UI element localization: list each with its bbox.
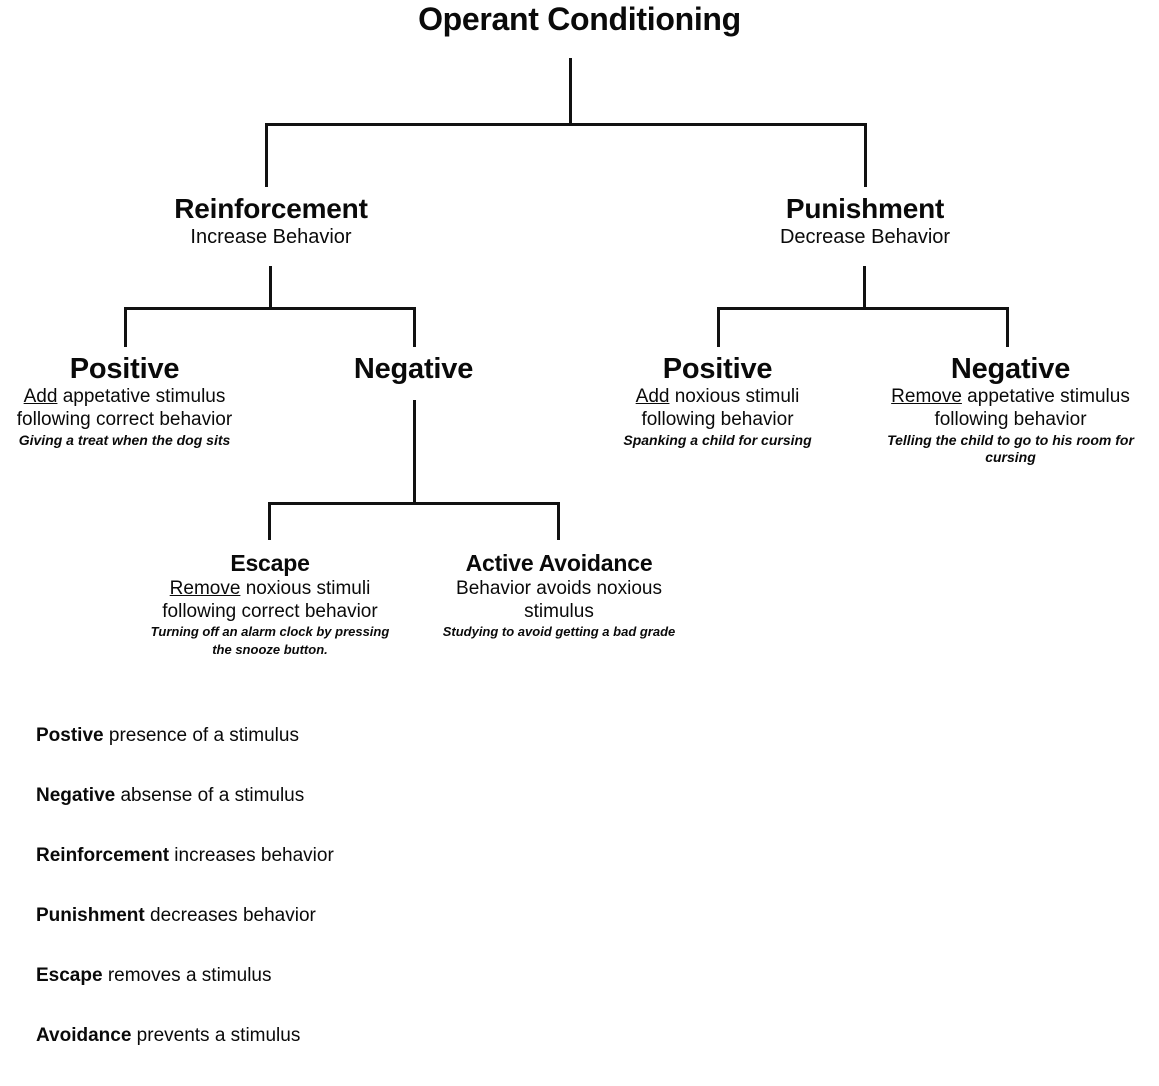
operant-conditioning-diagram: Operant Conditioning Reinforcement Incre… [0, 1, 1159, 1045]
connector-root-stem [569, 58, 572, 125]
glossary-definition: decreases behavior [144, 905, 316, 926]
node-punishment-positive: Positive Add noxious stimuli following b… [593, 353, 842, 449]
glossary-definition: increases behavior [169, 845, 334, 866]
keyword-remove: Remove [891, 386, 962, 408]
connector-negative-to-escape [268, 502, 271, 540]
glossary-term: Punishment [36, 905, 145, 926]
node-punishment-positive-desc-line1: Add noxious stimuli [593, 386, 842, 408]
glossary-item-reinforcement: Reinforcement increases behavior [36, 846, 556, 865]
node-escape-example-line1: Turning off an alarm clock by pressing [150, 624, 390, 640]
glossary-definition: absense of a stimulus [115, 785, 305, 806]
desc-rest: appetative stimulus [961, 386, 1130, 408]
glossary: Postive presence of a stimulus Negative … [36, 726, 556, 1086]
keyword-add: Add [23, 386, 58, 408]
glossary-item-punishment: Punishment decreases behavior [36, 906, 556, 925]
node-punishment-negative-example: Telling the child to go to his room for … [887, 432, 1134, 466]
connector-punishment-to-negative [1006, 307, 1009, 347]
connector-punishment-stem [863, 266, 866, 309]
node-punishment-subtitle: Decrease Behavior [779, 226, 951, 249]
node-punishment-negative: Negative Remove appetative stimulus foll… [862, 353, 1159, 466]
node-escape-desc-line1: Remove noxious stimuli [131, 578, 409, 601]
connector-negative-to-active-avoidance [557, 502, 560, 540]
node-punishment: Punishment Decrease Behavior [665, 193, 1065, 249]
desc-rest: noxious stimuli [240, 577, 371, 599]
glossary-item-escape: Escape removes a stimulus [36, 966, 556, 985]
root-node: Operant Conditioning [0, 1, 1159, 38]
node-reinforcement-label: Reinforcement [174, 193, 368, 224]
node-escape-example-line2: the snooze button. [212, 641, 328, 657]
connector-root-to-punishment [864, 123, 867, 187]
node-reinforcement-subtitle: Increase Behavior [190, 226, 352, 249]
glossary-item-positive: Postive presence of a stimulus [36, 726, 556, 745]
node-reinforcement-positive-desc-line1: Add appetative stimulus [0, 386, 254, 408]
node-reinforcement-positive-example: Giving a treat when the dog sits [18, 432, 231, 449]
keyword-add: Add [635, 386, 670, 408]
glossary-term: Avoidance [36, 1025, 132, 1046]
glossary-term: Negative [36, 785, 116, 806]
node-active-avoidance: Active Avoidance Behavior avoids noxious… [420, 550, 698, 641]
node-escape-label: Escape [230, 550, 310, 576]
node-reinforcement-positive-label: Positive [69, 353, 180, 385]
node-punishment-positive-desc-line2: following behavior [641, 408, 794, 430]
node-reinforcement-positive-desc-line2: following correct behavior [16, 408, 233, 430]
node-active-avoidance-example-line1: Studying to avoid getting a bad grade [442, 624, 676, 640]
glossary-definition: presence of a stimulus [103, 725, 299, 746]
node-active-avoidance-desc-line1: Behavior avoids noxious [456, 577, 662, 599]
node-reinforcement-positive: Positive Add appetative stimulus followi… [0, 353, 254, 449]
connector-negative-stem [413, 400, 416, 504]
glossary-definition: removes a stimulus [102, 965, 272, 986]
connector-reinforcement-bar [124, 307, 416, 310]
node-punishment-negative-label: Negative [950, 353, 1071, 385]
node-reinforcement: Reinforcement Increase Behavior [71, 193, 471, 249]
connector-punishment-to-positive [717, 307, 720, 347]
node-escape-desc-line2: following correct behavior [162, 600, 378, 622]
desc-rest: appetative stimulus [57, 386, 226, 408]
glossary-term: Reinforcement [36, 845, 170, 866]
keyword-remove: Remove [169, 577, 241, 599]
glossary-item-avoidance: Avoidance prevents a stimulus [36, 1026, 556, 1045]
connector-reinforcement-stem [269, 266, 272, 309]
node-reinforcement-negative: Negative [289, 353, 538, 386]
node-punishment-negative-desc-line1: Remove appetative stimulus [862, 386, 1159, 408]
node-active-avoidance-label: Active Avoidance [465, 550, 653, 576]
connector-reinforcement-to-negative [413, 307, 416, 347]
node-escape: Escape Remove noxious stimuli following … [131, 550, 409, 658]
node-reinforcement-negative-label: Negative [353, 353, 474, 385]
node-punishment-positive-example: Spanking a child for cursing [623, 432, 812, 449]
root-node-label: Operant Conditioning [418, 1, 741, 37]
glossary-definition: prevents a stimulus [131, 1025, 301, 1046]
glossary-item-negative: Negative absense of a stimulus [36, 786, 556, 805]
connector-root-bar [265, 123, 867, 126]
desc-rest: noxious stimuli [669, 386, 800, 408]
connector-root-to-reinforcement [265, 123, 268, 187]
glossary-term: Escape [36, 965, 103, 986]
node-active-avoidance-desc-line2: stimulus [524, 600, 594, 622]
glossary-term: Postive [36, 725, 104, 746]
connector-punishment-bar [717, 307, 1009, 310]
node-punishment-label: Punishment [785, 193, 945, 224]
connector-reinforcement-to-positive [124, 307, 127, 347]
node-punishment-negative-desc-line2: following behavior [934, 408, 1087, 430]
connector-negative-bar [268, 502, 560, 505]
node-punishment-positive-label: Positive [662, 353, 773, 385]
